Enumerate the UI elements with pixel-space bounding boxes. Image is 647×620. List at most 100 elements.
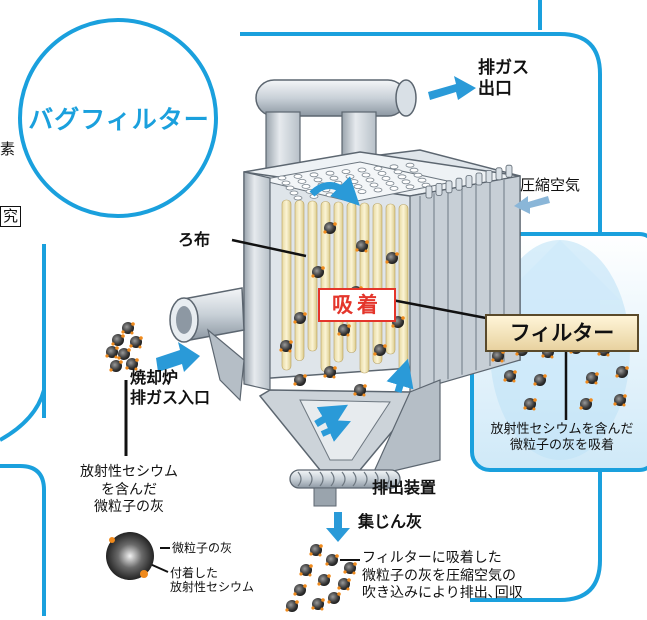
filter-bag	[294, 200, 305, 361]
ash-particle	[327, 592, 341, 604]
ash-particle	[385, 252, 399, 264]
exhaust-outlet-label: 排ガス 出口	[478, 58, 529, 100]
screw-flight	[352, 471, 357, 487]
tube-sheet-hole	[325, 192, 335, 198]
legend-leader-2	[149, 563, 169, 573]
tube-sheet-hole	[309, 172, 319, 178]
tube-sheet-hole	[405, 184, 415, 190]
air-nozzle	[435, 182, 443, 196]
screw-flight	[341, 471, 346, 487]
incinerator-inlet-label: 焼却炉 排ガス入口	[130, 368, 211, 407]
dust-ash-label: 集じん灰	[358, 512, 423, 531]
tube-sheet-hole	[397, 174, 407, 180]
tube-sheet-hole	[281, 180, 291, 186]
ash-particle	[343, 562, 357, 575]
tube-sheet-hole	[329, 175, 339, 181]
ash-particle	[615, 366, 629, 378]
ash-particle	[585, 372, 599, 385]
legend-particle-ash: 微粒子の灰	[172, 541, 233, 555]
ash-particle	[337, 578, 351, 591]
cloth-leader	[231, 238, 307, 258]
screw-flight	[319, 471, 324, 487]
tube-sheet-hole	[325, 170, 335, 176]
tube-sheet-hole	[357, 189, 367, 195]
frame-right	[470, 470, 602, 602]
tube-sheet-hole	[373, 165, 383, 171]
ash-particle	[125, 358, 139, 371]
ash-particle	[337, 324, 351, 337]
inset-caption: 放射性セシウムを含んだ 微粒子の灰を吸着	[490, 422, 634, 454]
ash-particle	[503, 370, 517, 383]
exhaust-pipe	[255, 79, 407, 117]
ash-particle	[325, 554, 339, 566]
ash-particle	[317, 574, 331, 586]
exhaust-arrow	[428, 76, 476, 100]
tube-sheet-hole	[313, 177, 323, 183]
frame-left-curve	[0, 389, 46, 442]
tube-sheet-hole	[413, 172, 423, 178]
ash-particle	[293, 312, 307, 324]
dust-down-arrow	[326, 512, 350, 542]
compressed-air-label: 圧縮空気	[520, 176, 581, 194]
recovery-label: フィルターに吸着した 微粒子の灰を圧縮空気の 吹き込みにより排出､回収	[362, 550, 523, 601]
ash-particle	[373, 344, 387, 356]
tube-sheet-hole	[377, 170, 387, 176]
tube-sheet-hole	[405, 162, 415, 168]
ash-particle	[613, 394, 627, 407]
cs-ash-label: 放射性セシウム を含んだ 微粒子の灰	[80, 464, 178, 515]
tube-sheet-hole	[289, 190, 299, 196]
tube-sheet-hole	[389, 164, 399, 170]
ash-particle	[105, 346, 119, 359]
ash-particle	[129, 336, 143, 349]
air-nozzle	[475, 172, 483, 186]
tube-sheet-hole	[285, 185, 295, 191]
screw-flight	[330, 471, 335, 487]
tube-sheet-hole	[417, 177, 427, 183]
partial-left-char-1: 素	[0, 140, 16, 158]
ash-particle	[323, 366, 337, 379]
inlet-arrow	[156, 342, 200, 372]
filter-bag	[398, 204, 409, 375]
ash-particle	[311, 266, 325, 278]
tube-sheet-hole	[297, 178, 307, 184]
screw-flight	[374, 471, 379, 487]
filter-cloth-label: ろ布	[178, 230, 211, 249]
inner-arrow-4	[320, 419, 351, 442]
ash-particle	[579, 398, 593, 410]
ash-particle	[293, 584, 307, 596]
ash-particle	[299, 564, 313, 577]
ash-particle	[111, 334, 125, 346]
ash-particle	[279, 340, 293, 353]
filter-bag	[385, 203, 396, 355]
screw-flight	[308, 471, 313, 487]
ash-particle	[355, 240, 369, 253]
ash-particle	[285, 600, 299, 612]
tube-sheet-hole	[345, 174, 355, 180]
ash-particle	[323, 222, 337, 234]
compressed-air-arrow	[514, 196, 550, 214]
tube-sheet-hole	[301, 183, 311, 189]
ash-particle	[293, 374, 307, 386]
tube-sheet-hole	[389, 185, 399, 191]
inset-filter-label: フィルター	[485, 314, 639, 352]
air-nozzle	[445, 180, 453, 194]
inner-arrow-3	[386, 358, 414, 394]
air-nozzle	[425, 185, 433, 199]
ash-particle	[523, 398, 537, 411]
legend-particle	[106, 532, 154, 580]
ash-particle	[109, 360, 123, 372]
tube-sheet-hole	[293, 173, 303, 179]
air-nozzle	[485, 169, 493, 183]
housing-front-left	[243, 171, 271, 391]
tube-sheet-hole	[373, 187, 383, 193]
filter-bag	[281, 199, 292, 371]
ash-particle	[121, 322, 135, 335]
tube-sheet-hole	[393, 169, 403, 175]
tube-sheet-hole	[401, 179, 411, 185]
frame-top-right	[240, 32, 602, 232]
air-nozzle	[465, 175, 473, 189]
tube-sheet-hole	[365, 177, 375, 183]
tube-sheet-hole	[381, 175, 391, 181]
tube-sheet-hole	[277, 175, 287, 181]
screw-flight	[363, 471, 368, 487]
